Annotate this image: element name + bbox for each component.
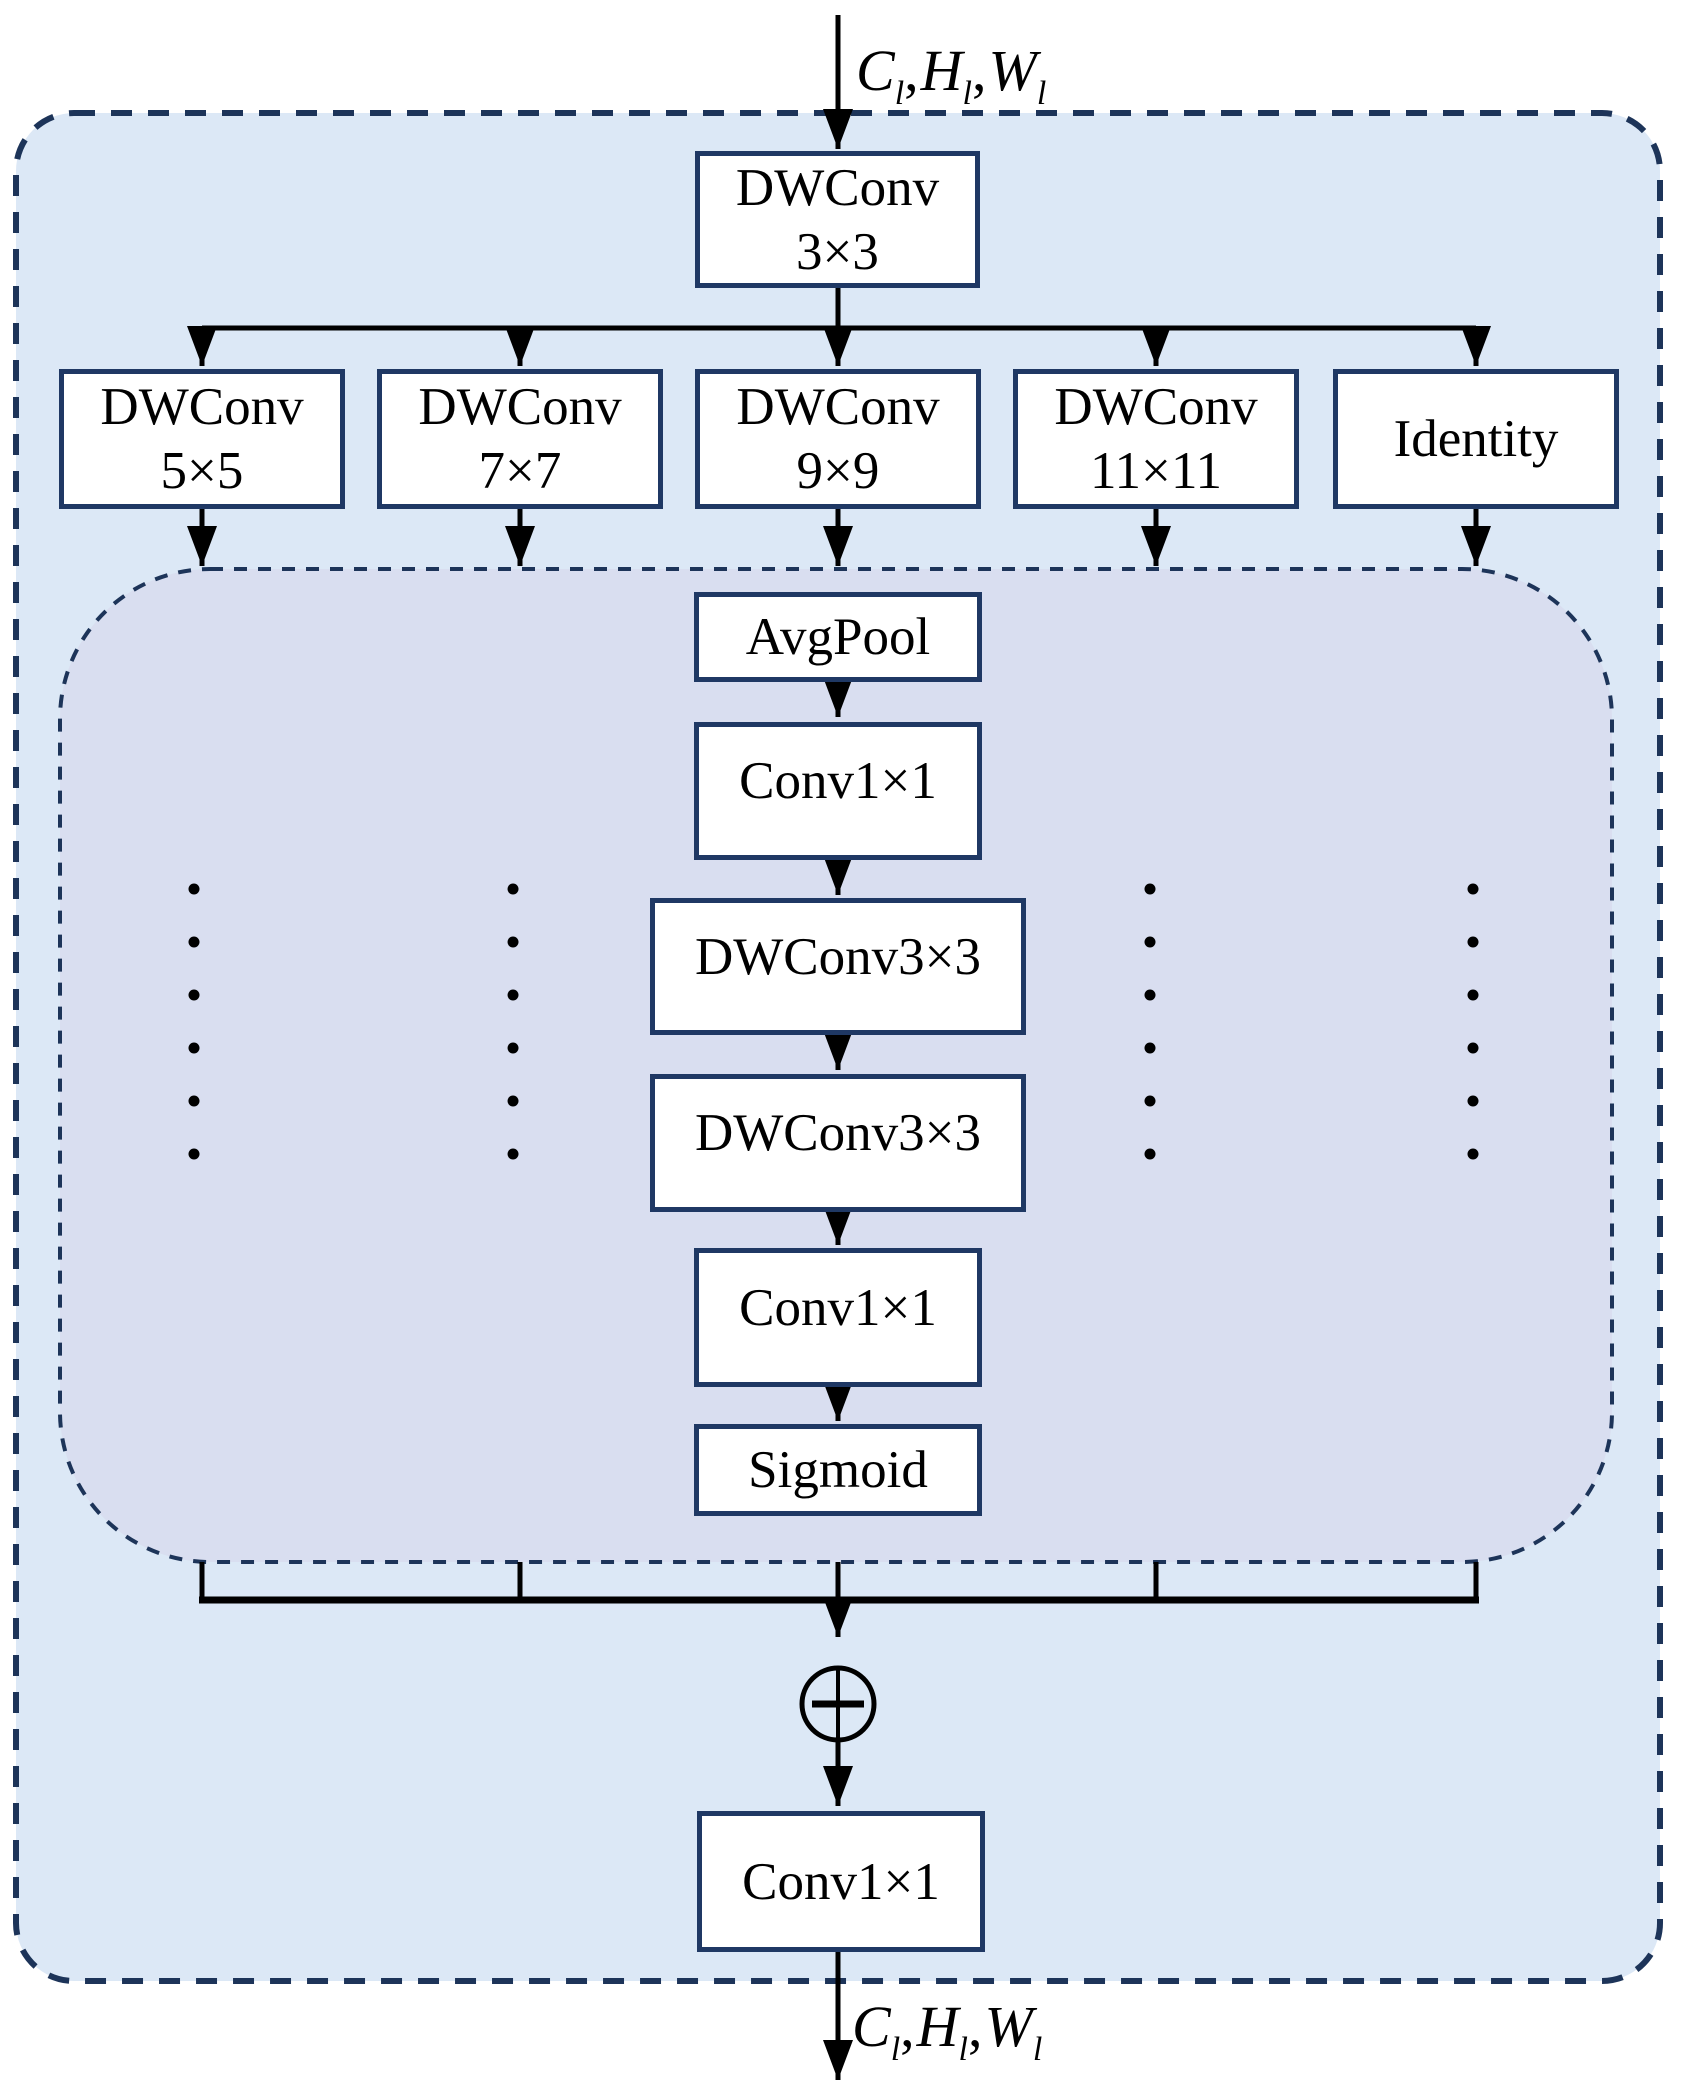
node-dwconv-3x3: DWConv 3×3 [695, 151, 980, 288]
ellipsis-column-3 [1144, 883, 1156, 1160]
node-dwconv-5x5: DWConv 5×5 [59, 369, 345, 509]
node-conv1x1-reduce: Conv1×1 [694, 722, 982, 860]
ellipsis-column-2 [507, 883, 519, 1160]
node-dwconv-7x7: DWConv 7×7 [377, 369, 663, 509]
node-dwconv-11x11: DWConv 11×11 [1013, 369, 1299, 509]
node-dwconv3x3-a: DWConv3×3 [650, 898, 1026, 1035]
node-dwconv3x3-b: DWConv3×3 [650, 1074, 1026, 1212]
elementwise-add-icon [799, 1665, 877, 1743]
node-dwconv-9x9: DWConv 9×9 [695, 369, 981, 509]
ellipsis-dots [188, 883, 1479, 1160]
node-sigmoid: Sigmoid [694, 1424, 982, 1516]
output-tensor-label: Cl,Hl,Wl [852, 1994, 1043, 2068]
node-conv1x1-expand: Conv1×1 [694, 1248, 982, 1387]
node-avgpool: AvgPool [694, 592, 982, 682]
ellipsis-column-4 [1467, 883, 1479, 1160]
ellipsis-column-1 [188, 883, 200, 1160]
node-identity: Identity [1333, 369, 1619, 509]
node-conv1x1-output: Conv1×1 [697, 1811, 985, 1952]
input-tensor-label: Cl,Hl,Wl [856, 38, 1047, 112]
flow-arrows [187, 15, 1491, 2080]
